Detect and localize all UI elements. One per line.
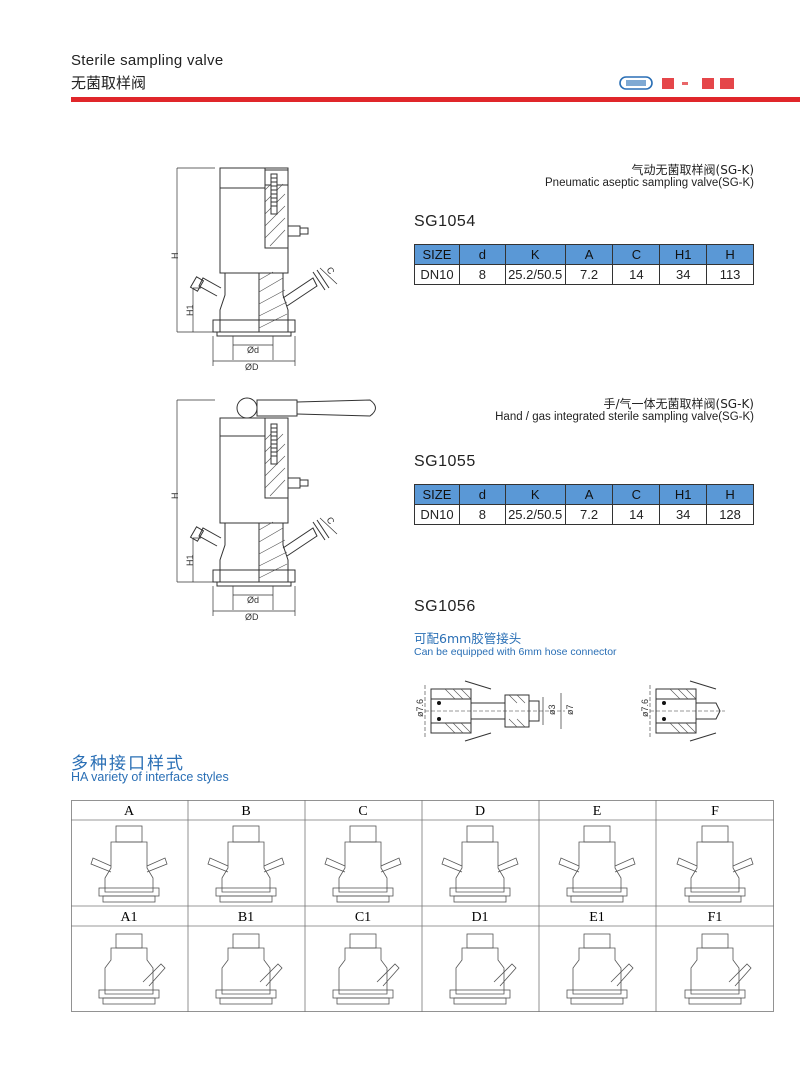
table-header: K <box>504 244 566 265</box>
interface-label: C <box>358 804 367 819</box>
sg1054-drawing: H H1 C Ød ØD <box>170 167 338 372</box>
sg1054-spec-table: SIZE d K A C H1 H DN10 8 25.2/50.5 7.2 1… <box>414 244 754 285</box>
interface-label: E <box>593 804 602 819</box>
brand-logo-icon <box>619 76 734 90</box>
sg1055-dim-h1: H1 <box>185 554 195 566</box>
table-header: C <box>612 244 661 265</box>
table-cell: 34 <box>659 504 708 525</box>
table-cell: 128 <box>706 504 754 525</box>
table-header-row: SIZE d K A C H1 H <box>414 484 754 505</box>
sg1055-dim-h: H <box>170 493 180 500</box>
sg1055-spec-table: SIZE d K A C H1 H DN10 8 25.2/50.5 7.2 1… <box>414 484 754 525</box>
page-title-cn: 无菌取样阀 <box>71 74 147 92</box>
interface-label: C1 <box>355 910 371 925</box>
table-header: K <box>504 484 566 505</box>
sg1054-model: SG1054 <box>414 213 476 230</box>
sg1056-dim-76a: ø7.6 <box>415 699 425 717</box>
table-row: DN10 8 25.2/50.5 7.2 14 34 128 <box>414 504 754 525</box>
sg1055-dim-d: Ød <box>247 595 259 605</box>
sg1054-dim-D: ØD <box>245 362 259 372</box>
table-cell: 7.2 <box>564 264 614 285</box>
table-cell: 14 <box>612 264 661 285</box>
table-cell: DN10 <box>414 264 460 285</box>
interfaces-title-en: HA variety of interface styles <box>71 770 229 784</box>
table-header: SIZE <box>414 244 460 265</box>
interface-label: D <box>475 804 485 819</box>
table-cell: 7.2 <box>564 504 614 525</box>
table-header: d <box>458 244 506 265</box>
interface-label: F <box>711 804 719 819</box>
sg1055-model: SG1055 <box>414 453 476 470</box>
page-title-en: Sterile sampling valve <box>71 52 224 69</box>
interface-f-drawing <box>676 825 754 903</box>
interface-label: B1 <box>238 910 254 925</box>
table-cell: 34 <box>659 264 708 285</box>
interface-label: D1 <box>471 910 488 925</box>
sg1054-caption-en: Pneumatic aseptic sampling valve(SG-K) <box>545 177 754 189</box>
table-row: DN10 8 25.2/50.5 7.2 14 34 113 <box>414 264 754 285</box>
interface-label: E1 <box>589 910 605 925</box>
interface-e1-drawing <box>566 933 634 1005</box>
interface-f1-drawing <box>684 933 752 1005</box>
interface-label: F1 <box>708 910 723 925</box>
interface-b-drawing <box>207 825 285 903</box>
table-cell: 113 <box>706 264 754 285</box>
table-header-row: SIZE d K A C H1 H <box>414 244 754 265</box>
interface-d-drawing <box>441 825 519 903</box>
interface-label: A1 <box>120 910 137 925</box>
interface-label: B <box>241 804 250 819</box>
sg1056-dim-76b: ø7.6 <box>640 699 650 717</box>
sg1055-dim-D: ØD <box>245 612 259 622</box>
sg1054-dim-c: C <box>325 265 337 276</box>
table-cell: 25.2/50.5 <box>504 504 566 525</box>
interface-c1-drawing <box>332 933 400 1005</box>
table-header: A <box>564 484 614 505</box>
interface-label: A <box>124 804 135 819</box>
sg1054-caption-cn: 气动无菌取样阀(SG-K) <box>631 163 754 177</box>
interface-styles-grid: A B C D E F A1 B1 C1 D1 E1 F1 <box>71 800 774 1012</box>
sg1055-drawing: H H1 C Ød ØD <box>170 397 376 622</box>
sg1055-caption-cn: 手/气一体无菌取样阀(SG-K) <box>603 397 754 411</box>
interface-a-drawing <box>90 825 168 903</box>
sg1055-caption-en: Hand / gas integrated sterile sampling v… <box>495 411 754 423</box>
sg1056-dim-3: ø3 <box>547 704 557 715</box>
interface-a1-drawing <box>98 933 166 1005</box>
table-cell: 14 <box>612 504 661 525</box>
table-header: H1 <box>659 244 708 265</box>
sg1056-dim-7: ø7 <box>565 704 575 715</box>
interface-b1-drawing <box>215 933 283 1005</box>
table-header: SIZE <box>414 484 460 505</box>
header-divider <box>71 97 800 102</box>
sg1056-plug-drawing: ø7.6 <box>640 680 725 742</box>
table-header: H <box>706 244 754 265</box>
table-header: H <box>706 484 754 505</box>
interface-e-drawing <box>558 825 636 903</box>
sg1056-hose-connector-drawing: ø7.6 ø3 ø7 <box>415 680 575 742</box>
table-cell: DN10 <box>414 504 460 525</box>
table-cell: 25.2/50.5 <box>504 264 566 285</box>
interface-c-drawing <box>324 825 402 903</box>
sg1056-model: SG1056 <box>414 598 476 615</box>
interface-d1-drawing <box>449 933 517 1005</box>
sg1054-dim-h: H <box>170 253 180 260</box>
table-header: C <box>612 484 661 505</box>
table-cell: 8 <box>458 504 506 525</box>
sg1056-note-en: Can be equipped with 6mm hose connector <box>414 646 617 658</box>
table-header: H1 <box>659 484 708 505</box>
table-cell: 8 <box>458 264 506 285</box>
interfaces-title-cn: 多种接口样式 <box>71 754 185 774</box>
sg1056-note-cn: 可配6mm胶管接头 <box>414 631 522 646</box>
table-header: d <box>458 484 506 505</box>
sg1054-dim-h1: H1 <box>185 304 195 316</box>
sg1055-dim-c: C <box>325 515 337 526</box>
sg1054-dim-d: Ød <box>247 345 259 355</box>
table-header: A <box>564 244 614 265</box>
